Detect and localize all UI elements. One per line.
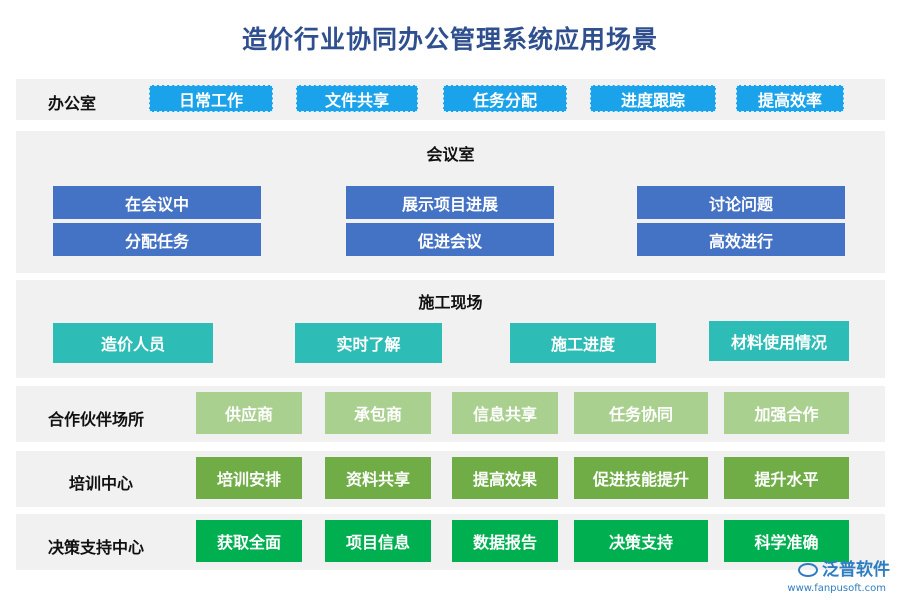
meeting-item: 分配任务 (53, 223, 261, 256)
site-item: 实时了解 (295, 323, 442, 363)
site-panel: 施工现场 造价人员 实时了解 施工进度 材料使用情况 (16, 280, 885, 378)
training-item: 提高效果 (452, 457, 558, 499)
partner-item: 任务协同 (574, 392, 708, 434)
partner-item: 信息共享 (452, 392, 558, 434)
office-item: 文件共享 (296, 85, 418, 112)
watermark-url: www.fanpusoft.com (787, 583, 886, 594)
training-panel: 培训中心 培训安排 资料共享 提高效果 促进技能提升 提升水平 (16, 451, 885, 507)
site-item: 施工进度 (510, 323, 656, 363)
decision-label: 决策支持中心 (48, 538, 145, 557)
office-label: 办公室 (48, 94, 97, 113)
office-item: 进度跟踪 (590, 85, 716, 112)
site-item: 造价人员 (53, 323, 213, 363)
partner-panel: 合作伙伴场所 供应商 承包商 信息共享 任务协同 加强合作 (16, 386, 885, 442)
decision-item: 科学准确 (724, 520, 849, 562)
decision-item: 决策支持 (574, 520, 708, 562)
office-item: 日常工作 (149, 85, 273, 112)
site-label: 施工现场 (418, 293, 483, 312)
decision-panel: 决策支持中心 获取全面 项目信息 数据报告 决策支持 科学准确 (16, 514, 885, 570)
meeting-item: 在会议中 (53, 186, 261, 219)
office-item: 任务分配 (443, 85, 567, 112)
training-item: 资料共享 (325, 457, 431, 499)
watermark-brand-text: 泛普软件 (822, 560, 890, 580)
partner-item: 供应商 (196, 392, 302, 434)
watermark-brand: 泛普软件 (798, 555, 890, 580)
training-label: 培训中心 (69, 474, 134, 493)
meeting-panel: 会议室 在会议中 展示项目进展 讨论问题 分配任务 促进会议 高效进行 (16, 131, 885, 273)
partner-item: 加强合作 (724, 392, 849, 434)
decision-item: 获取全面 (196, 520, 302, 562)
office-panel: 办公室 日常工作 文件共享 任务分配 进度跟踪 提高效率 (16, 79, 885, 120)
decision-item: 数据报告 (452, 520, 558, 562)
office-item: 提高效率 (736, 85, 844, 112)
training-item: 促进技能提升 (574, 457, 708, 499)
decision-item: 项目信息 (325, 520, 431, 562)
partner-label: 合作伙伴场所 (48, 410, 145, 429)
page-title: 造价行业协同办公管理系统应用场景 (241, 25, 658, 54)
meeting-item: 展示项目进展 (346, 186, 554, 219)
meeting-label: 会议室 (426, 145, 475, 164)
meeting-item: 高效进行 (637, 223, 845, 256)
training-item: 培训安排 (196, 457, 302, 499)
meeting-item: 讨论问题 (637, 186, 845, 219)
training-item: 提升水平 (724, 457, 849, 499)
fanpu-logo-icon (798, 563, 818, 577)
meeting-item: 促进会议 (346, 223, 554, 256)
site-item: 材料使用情况 (709, 321, 849, 361)
partner-item: 承包商 (325, 392, 431, 434)
